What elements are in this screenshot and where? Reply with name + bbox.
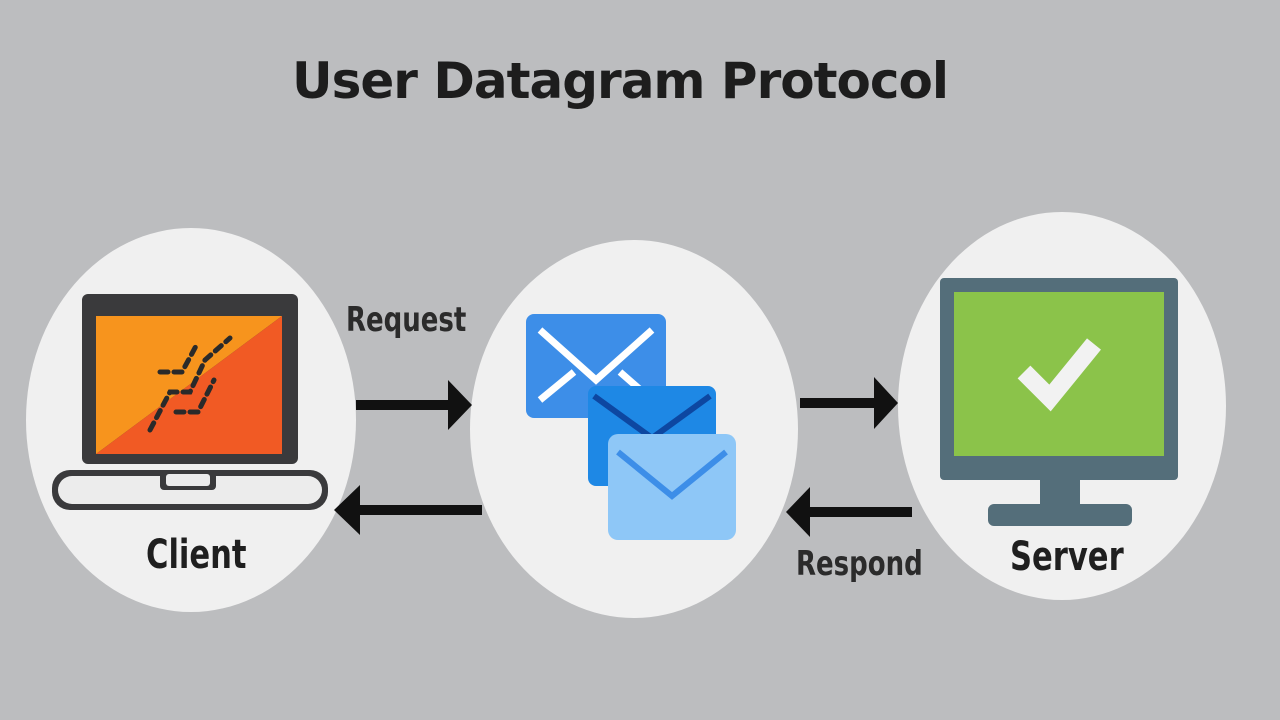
envelopes-icon	[526, 314, 736, 540]
respond-edge-label: Respond	[796, 544, 923, 584]
respond-arrow-datagram-to-client	[334, 485, 482, 535]
respond-arrow-server-to-datagram	[786, 487, 912, 537]
client-node-label: Client	[146, 532, 247, 578]
diagram-title: User Datagram Protocol	[292, 52, 949, 110]
broken-link-icon	[147, 335, 233, 433]
request-arrow-datagram-to-server	[800, 377, 898, 429]
request-edge-label: Request	[346, 300, 467, 340]
monitor-check-icon	[940, 278, 1178, 526]
server-node-label: Server	[1010, 534, 1124, 580]
laptop-icon	[52, 294, 328, 510]
request-arrow-client-to-datagram	[356, 380, 472, 430]
